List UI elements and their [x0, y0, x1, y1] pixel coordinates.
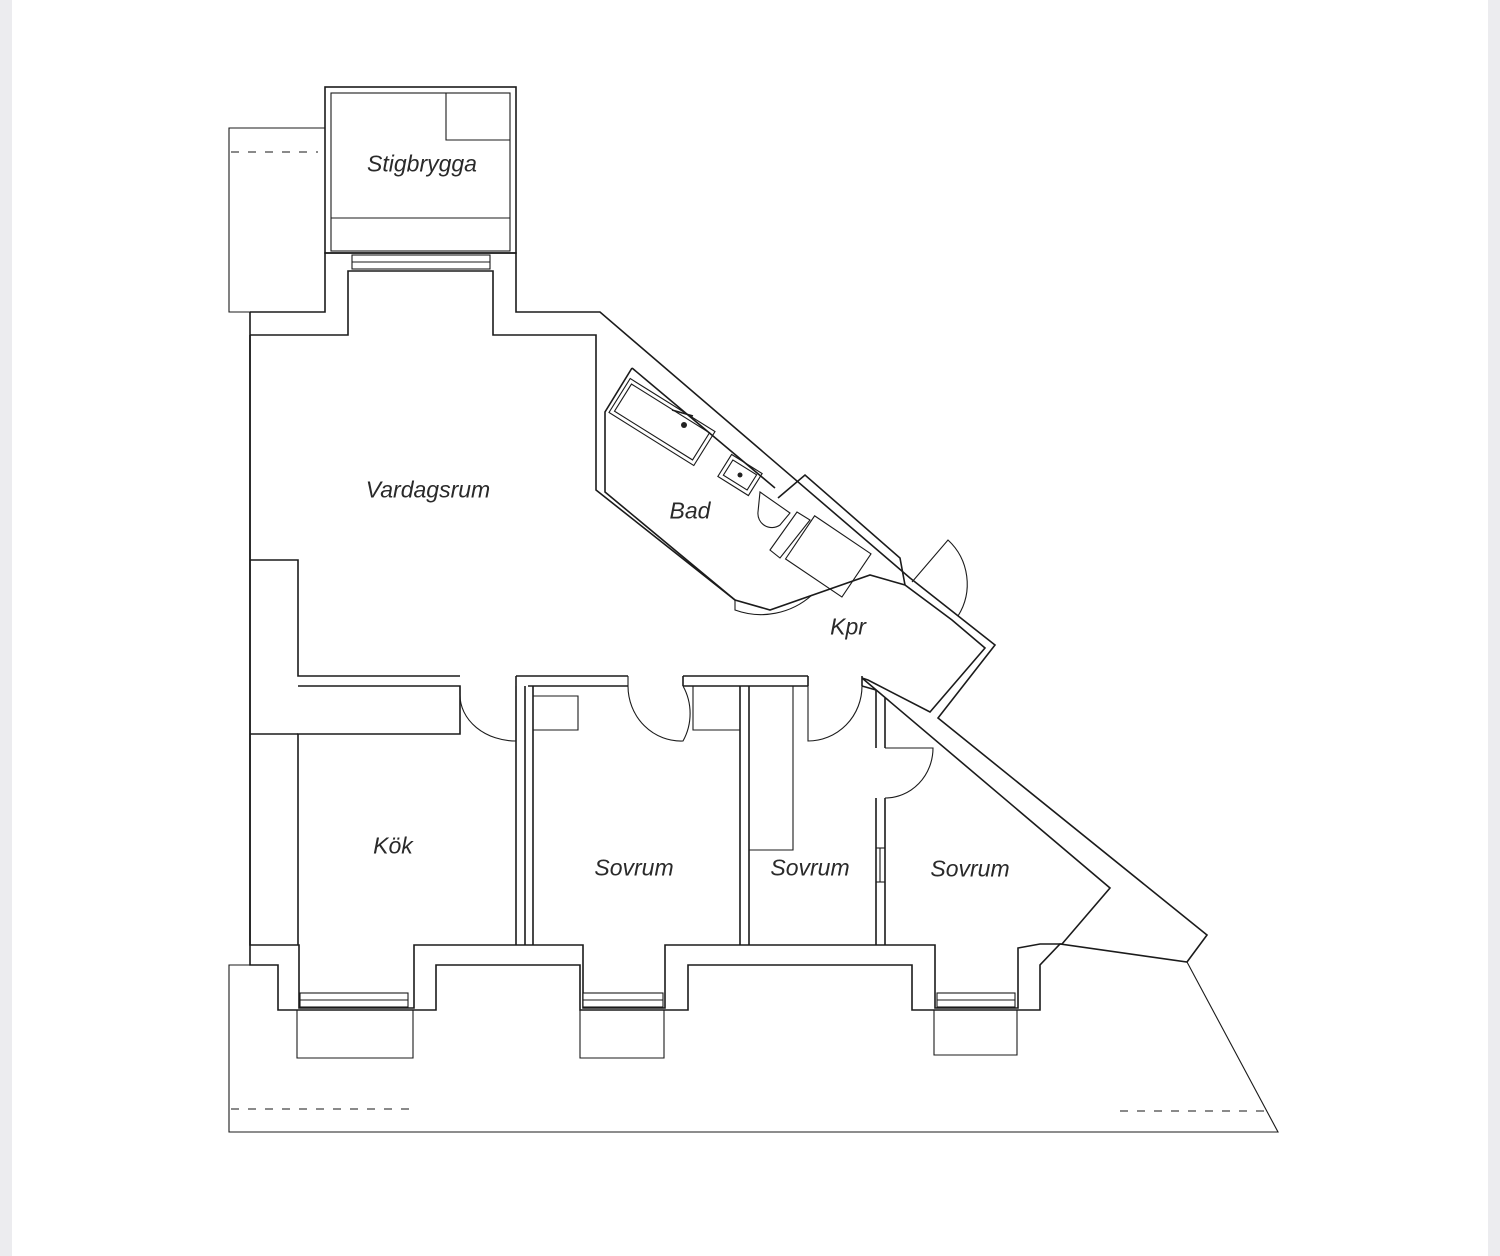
room-label-sovrum-2: Sovrum — [770, 854, 850, 881]
balcony-stigbrygga — [324, 86, 517, 254]
room-label-bad: Bad — [669, 497, 711, 524]
lot-outline — [228, 127, 1279, 1133]
room-label-sovrum-3: Sovrum — [930, 855, 1010, 882]
doors — [459, 539, 968, 799]
room-label-vardagsrum: Vardagsrum — [365, 476, 491, 503]
floorplan-page: Stigbrygga Vardagsrum Bad Kpr Kök Sovrum… — [12, 0, 1488, 1256]
room-label-stigbrygga: Stigbrygga — [367, 150, 477, 177]
room-label-sovrum-1: Sovrum — [594, 854, 674, 881]
floorplan-drawing — [228, 86, 1279, 1133]
exterior-wall-outer — [249, 252, 1209, 1011]
interior-walls — [249, 559, 886, 945]
exterior-wall-inner — [249, 270, 1112, 1009]
room-label-kok: Kök — [373, 832, 413, 859]
bathroom-fixtures — [604, 367, 906, 601]
room-label-kpr: Kpr — [830, 613, 866, 640]
